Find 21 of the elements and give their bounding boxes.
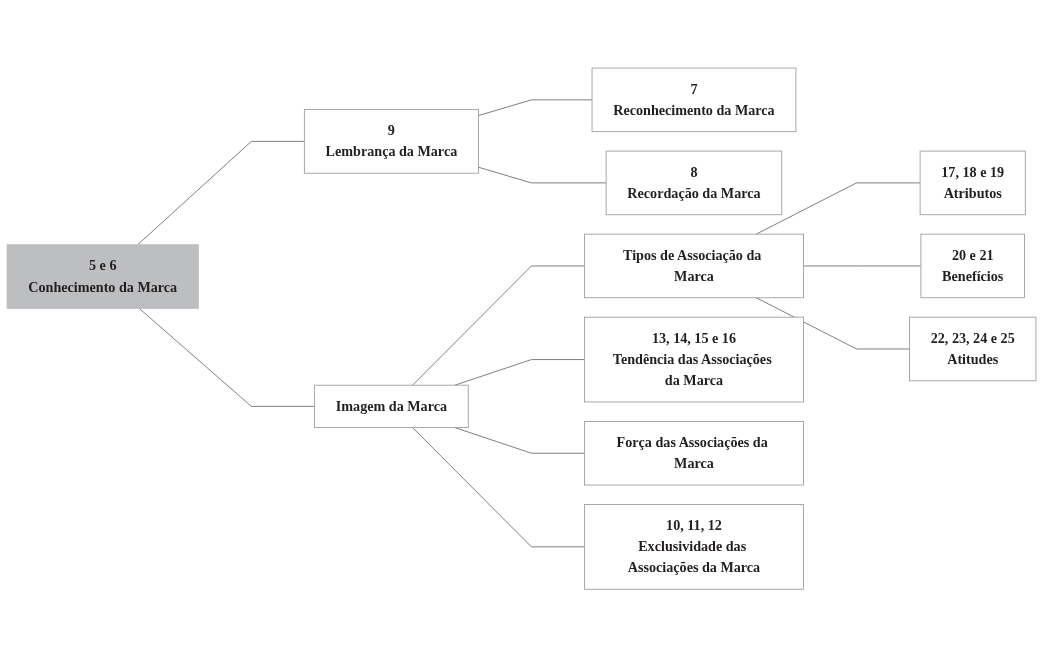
connector [478,99,593,117]
node-box: 5 e 6 Conhecimento da Marca [6,244,199,310]
connector [478,167,607,184]
node-box: 20 e 21 Benefícios [920,234,1025,299]
connector [412,427,585,548]
node-box: 17, 18 e 19 Atributos [919,151,1026,216]
node-box: Força das Associações da Marca [584,421,804,486]
connector [137,141,305,246]
connector [412,265,585,386]
connector [755,182,921,235]
node-box: 9 Lembrança da Marca [303,109,479,174]
node-box: 8 Recordação da Marca [605,151,783,216]
connector [138,308,316,408]
node-box: Imagem da Marca [314,385,469,429]
node-box: 7 Reconhecimento da Marca [591,67,797,133]
node-box: 22, 23, 24 e 25 Atitudes [909,317,1037,382]
node-box: 10, 11, 12 Exclusividade das Associações da Marca [584,504,804,591]
node-box: 13, 14, 15 e 16 Tendência das Associações da Marca [584,317,804,403]
node-box: Tipos de Associação da Marca [584,234,804,299]
connector [803,265,922,267]
connector [454,359,585,386]
